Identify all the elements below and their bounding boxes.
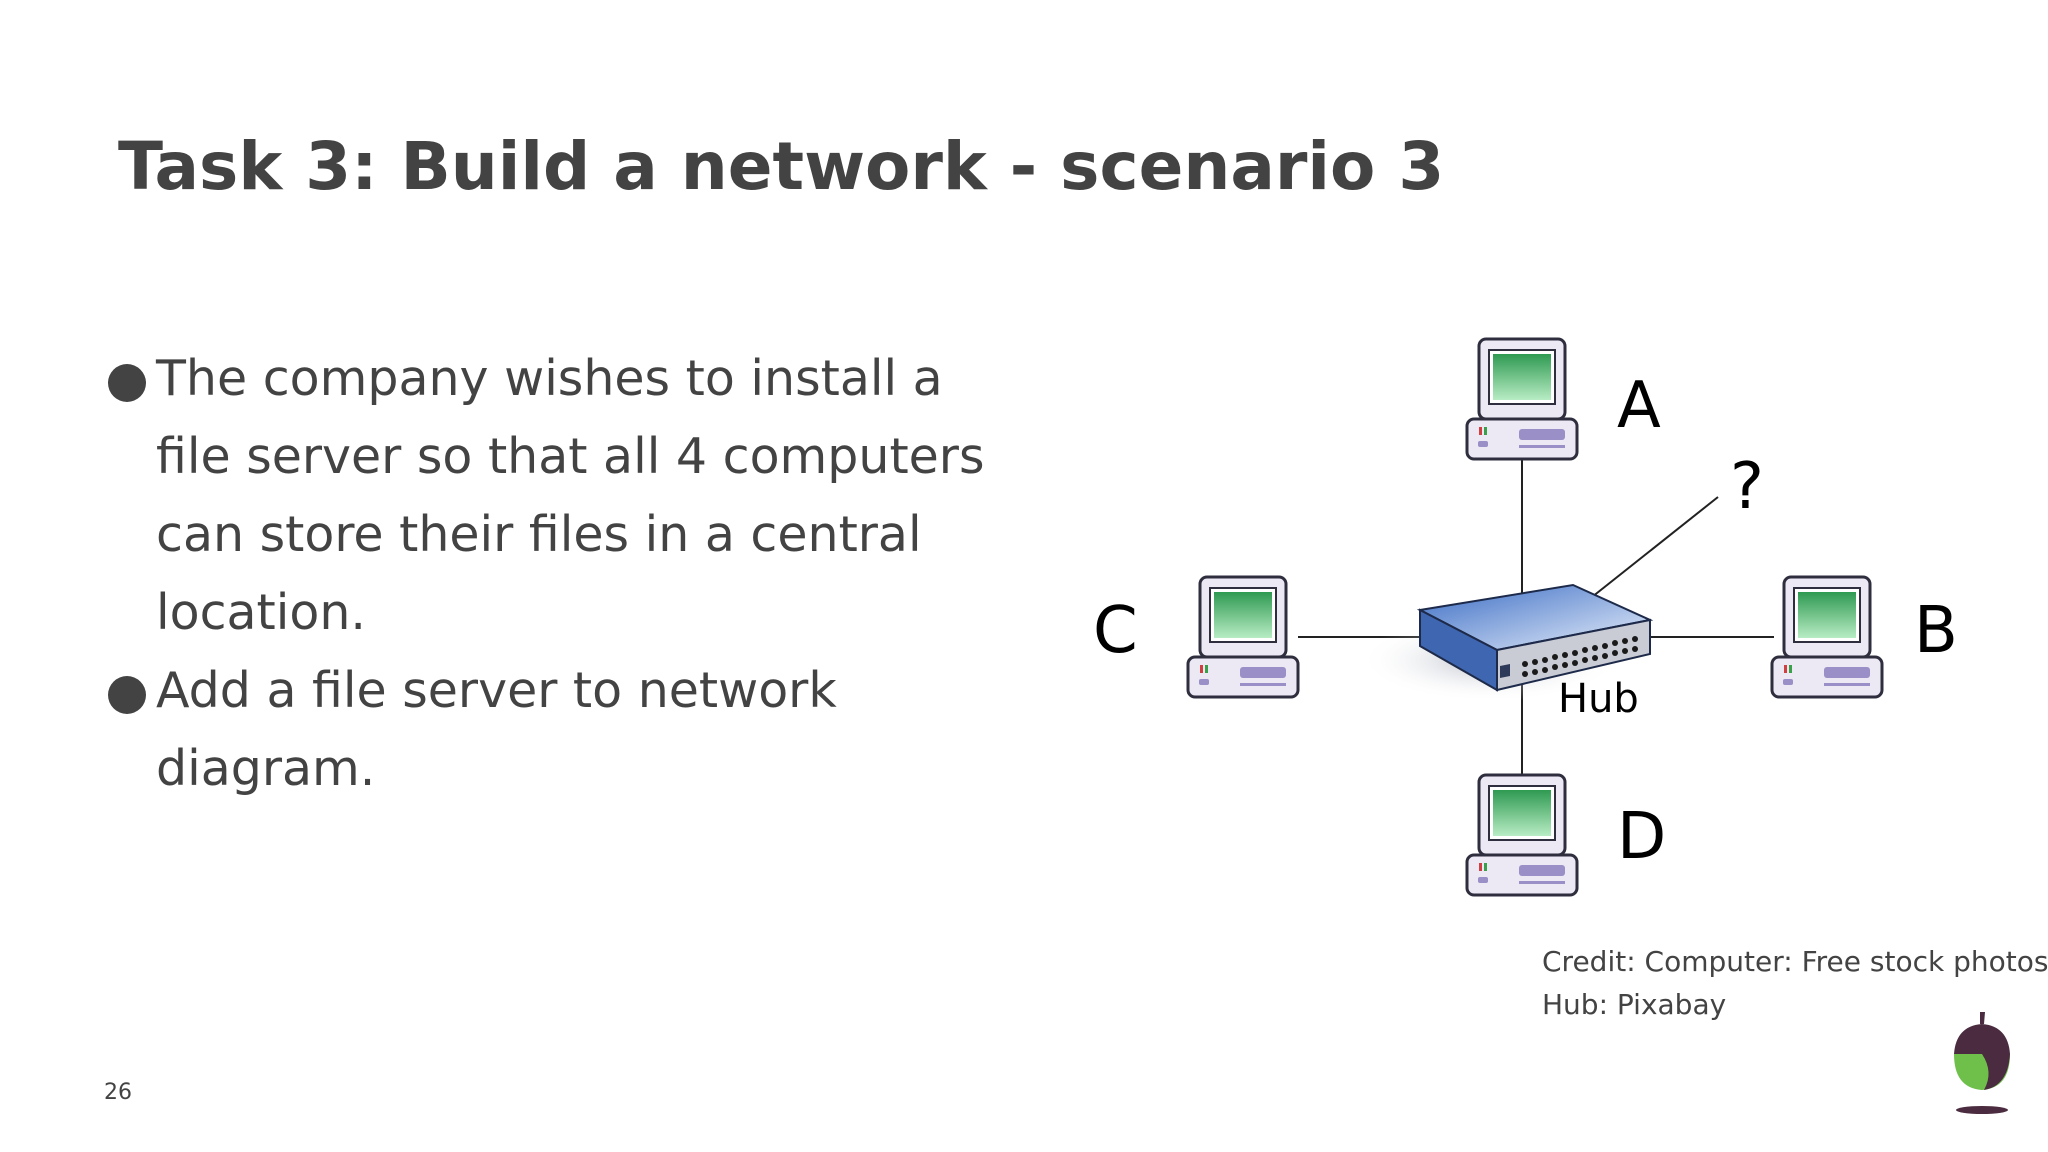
node-label-c: C [1093,594,1138,668]
computer-icon [1186,575,1300,699]
slide-title: Task 3: Build a network - scenario 3 [118,128,1445,205]
link-unknown [1591,496,1719,598]
bullet-item: Add a file server to network diagram. [104,652,1024,808]
bullet-item: The company wishes to install a file ser… [104,340,1024,652]
node-label-unknown: ? [1730,450,1764,524]
bullet-text: The company wishes to install a file ser… [156,350,985,641]
credit-line: Hub: Pixabay [1542,988,1727,1021]
computer-icon [1770,575,1884,699]
page-number: 26 [104,1080,132,1105]
node-label-d: D [1617,800,1666,874]
acorn-logo [1954,1012,2010,1114]
bullet-list: The company wishes to install a file ser… [104,340,1024,808]
bullet-dot [108,676,146,714]
bullet-text: Add a file server to network diagram. [156,662,837,797]
computer-icon [1465,337,1579,461]
node-label-a: A [1617,369,1661,443]
node-label-b: B [1914,594,1958,668]
credit-line: Credit: Computer: Free stock photos [1542,945,2048,978]
hub-label: Hub [1558,676,1639,722]
computer-icon [1465,773,1579,897]
bullet-dot [108,364,146,402]
image-credit: Credit: Computer: Free stock photos Hub:… [1542,940,2048,1026]
network-hub-icon [1360,583,1654,702]
